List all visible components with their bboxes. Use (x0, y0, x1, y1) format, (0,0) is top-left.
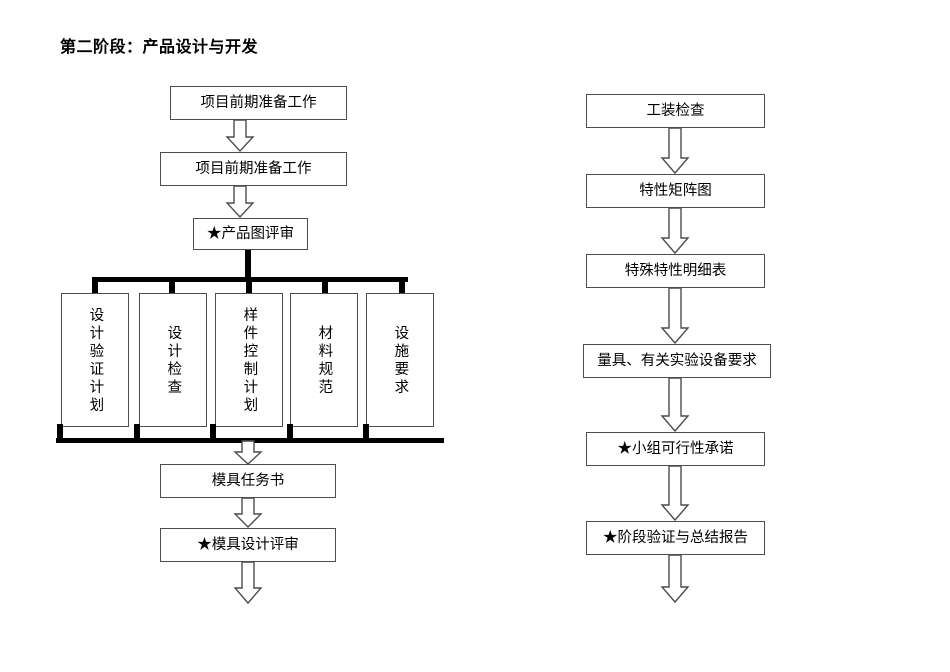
connector-stub (92, 277, 98, 295)
box-label: 特殊特性明细表 (624, 262, 727, 279)
block-arrow-down-icon (660, 207, 690, 255)
block-arrow-down-icon (233, 561, 263, 605)
connector-stub (363, 424, 369, 442)
box-label: 项目前期准备工作 (200, 94, 317, 111)
page-title: 第二阶段：产品设计与开发 (60, 39, 259, 56)
block-arrow-down-icon (233, 497, 263, 528)
parallel-box-design-check[interactable]: 设计检查 (139, 293, 207, 427)
box-label: 样件控制计划 (241, 307, 258, 415)
box-label: 模具任务书 (211, 472, 285, 489)
process-box-special-char-list[interactable]: 特殊特性明细表 (586, 254, 765, 288)
box-label: 特性矩阵图 (639, 182, 712, 199)
process-box-gauge-equipment-req[interactable]: 量具、有关实验设备要求 (583, 344, 771, 378)
process-box-prep-1[interactable]: 项目前期准备工作 (170, 86, 347, 120)
box-label: 项目前期准备工作 (195, 160, 312, 177)
box-label: 设计验证计划 (87, 307, 104, 415)
block-arrow-down-icon (660, 554, 690, 604)
box-label: 材料规范 (316, 325, 333, 397)
connector-stub (134, 424, 140, 442)
process-box-stage-verify-report[interactable]: ★阶段验证与总结报告 (586, 521, 765, 555)
box-label: ★产品图评审 (207, 225, 294, 242)
box-label: 工装检查 (646, 102, 705, 119)
block-arrow-down-icon (660, 287, 690, 345)
parallel-box-design-verify-plan[interactable]: 设计验证计划 (61, 293, 129, 427)
connector-stub (399, 277, 405, 295)
process-box-characteristic-matrix[interactable]: 特性矩阵图 (586, 174, 765, 208)
parallel-box-facility-req[interactable]: 设施要求 (366, 293, 434, 427)
connector-stub (322, 277, 328, 295)
process-box-team-feasibility[interactable]: ★小组可行性承诺 (586, 432, 765, 466)
process-box-tooling-check[interactable]: 工装检查 (586, 94, 765, 128)
process-box-mold-task-book[interactable]: 模具任务书 (160, 464, 336, 498)
block-arrow-down-icon (660, 127, 690, 175)
block-arrow-down-icon (660, 377, 690, 433)
connector-trunk (245, 250, 251, 280)
parallel-box-material-spec[interactable]: 材料规范 (290, 293, 358, 427)
box-label: 设施要求 (392, 325, 409, 397)
box-label: 设计检查 (165, 325, 182, 397)
connector-stub (287, 424, 293, 442)
box-label: 量具、有关实验设备要求 (597, 352, 757, 369)
block-arrow-down-icon (225, 185, 255, 219)
box-label: ★小组可行性承诺 (617, 440, 734, 457)
process-box-mold-design-review[interactable]: ★模具设计评审 (160, 528, 336, 562)
block-arrow-down-icon (660, 465, 690, 522)
box-label: ★模具设计评审 (197, 536, 299, 553)
box-label: ★阶段验证与总结报告 (603, 529, 748, 546)
connector-stub (57, 424, 63, 442)
process-box-prep-2[interactable]: 项目前期准备工作 (160, 152, 347, 186)
block-arrow-down-icon (225, 119, 255, 153)
connector-stub (210, 424, 216, 442)
connector-stub (246, 277, 252, 295)
process-box-drawing-review[interactable]: ★产品图评审 (193, 218, 308, 250)
parallel-box-sample-control-plan[interactable]: 样件控制计划 (215, 293, 283, 427)
connector-stub (169, 277, 175, 295)
block-arrow-down-icon (233, 440, 263, 465)
